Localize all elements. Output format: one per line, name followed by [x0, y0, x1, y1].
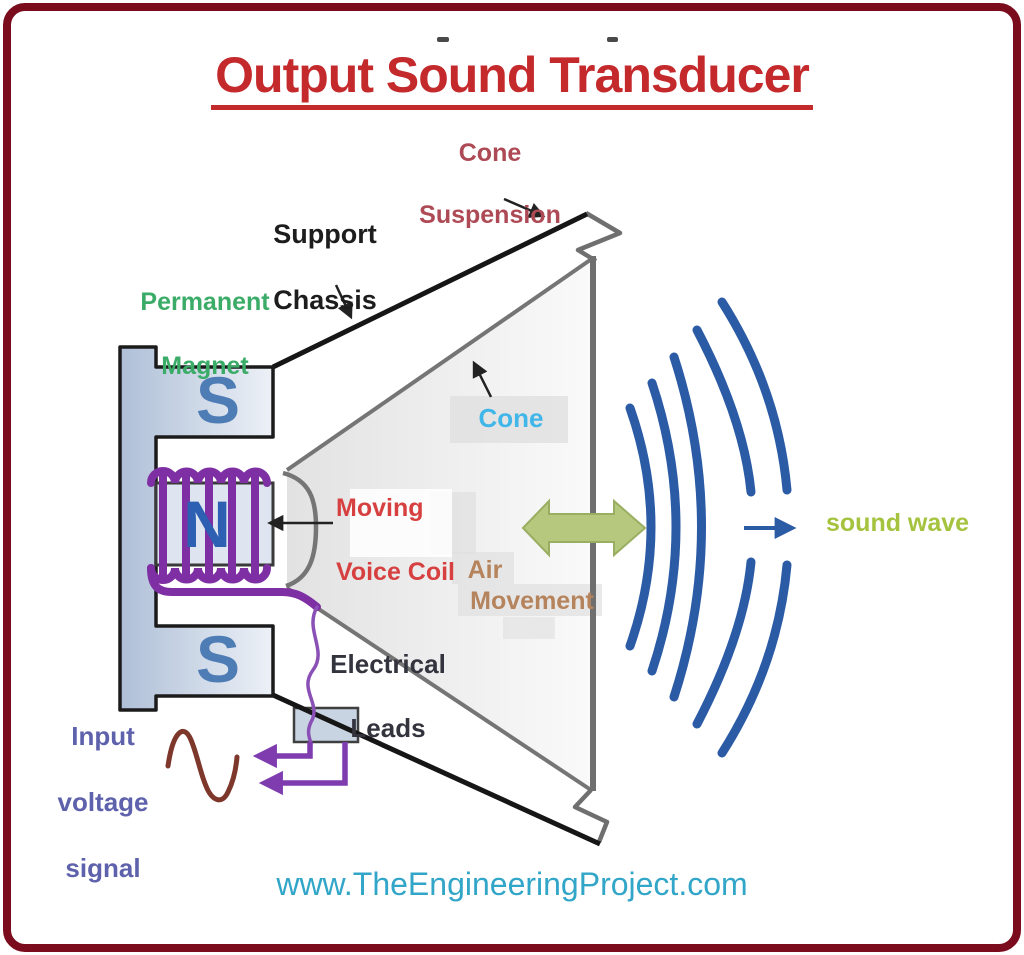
artifact-dash	[607, 37, 618, 42]
voice-coil-lead-thick	[147, 564, 321, 611]
air-label: Air	[467, 556, 503, 584]
cone-arrow	[472, 360, 493, 398]
cone-label-background	[450, 396, 568, 443]
moving-voice-coil-shape	[147, 467, 321, 746]
cone-suspension-zigzag-bottom	[572, 788, 610, 843]
sound-wave-arc	[647, 378, 681, 676]
sound-wave-label: sound wave	[826, 509, 970, 537]
movement-label: Movement	[470, 587, 594, 615]
input-voltage-signal-label: Input voltage signal	[57, 721, 149, 883]
air-label-background	[452, 552, 514, 584]
input-signal-arrow-top	[252, 742, 313, 769]
cone-inner-edge-top	[285, 256, 595, 472]
cone-suspension-label: Cone Suspension	[419, 139, 561, 229]
sound-wave-arc	[717, 560, 792, 758]
cone-apex-dome	[282, 470, 319, 589]
magnet-pole-top-label: S	[195, 363, 241, 437]
artifact-dash	[437, 37, 449, 42]
moving-voice-coil-label: Moving Voice Coil	[336, 494, 456, 586]
terminal-block	[292, 706, 360, 744]
electrical-leads-label: Electrical Leads	[330, 649, 446, 743]
sound-wave-arc	[692, 325, 756, 497]
sound-wave-arc	[717, 297, 792, 495]
cone-label: Cone	[478, 403, 544, 433]
website-footer: www.TheEngineeringProject.com	[276, 866, 748, 902]
support-chassis-line-top	[271, 211, 589, 370]
cone-suspension-zigzag-top	[575, 211, 623, 263]
input-signal-arrow-bottom	[258, 742, 348, 796]
movement-label-background	[458, 584, 602, 616]
cone-inner-edge-bottom	[285, 586, 593, 792]
voice-coil-bottom-turns	[147, 564, 271, 584]
magnet-pole-bottom-label: S	[195, 622, 241, 696]
page-border	[3, 3, 1021, 952]
permanent-magnet-label: Permanent Magnet	[140, 288, 270, 380]
voice-coil-label-background	[350, 489, 452, 557]
permanent-magnet-body	[118, 345, 275, 712]
support-chassis-label: Support Chassis	[273, 219, 377, 315]
magnet-pole-center-label: N	[183, 487, 231, 561]
cone-suspension-arrow	[503, 197, 546, 218]
gray-patch	[503, 617, 555, 639]
page-title: Output Sound Transducer	[0, 48, 1024, 110]
page-title-text: Output Sound Transducer	[211, 48, 813, 110]
air-movement-arrow	[521, 498, 647, 558]
voice-coil-lead-wavy	[306, 605, 320, 746]
input-signal-sine-wave	[165, 728, 240, 803]
sound-wave-arcs	[625, 297, 792, 758]
sound-wave-arc	[669, 352, 706, 702]
sound-wave-arc	[625, 403, 656, 651]
support-chassis-line-bottom	[271, 692, 602, 847]
support-chassis-arrow	[334, 284, 353, 320]
sound-wave-arc	[692, 557, 756, 729]
